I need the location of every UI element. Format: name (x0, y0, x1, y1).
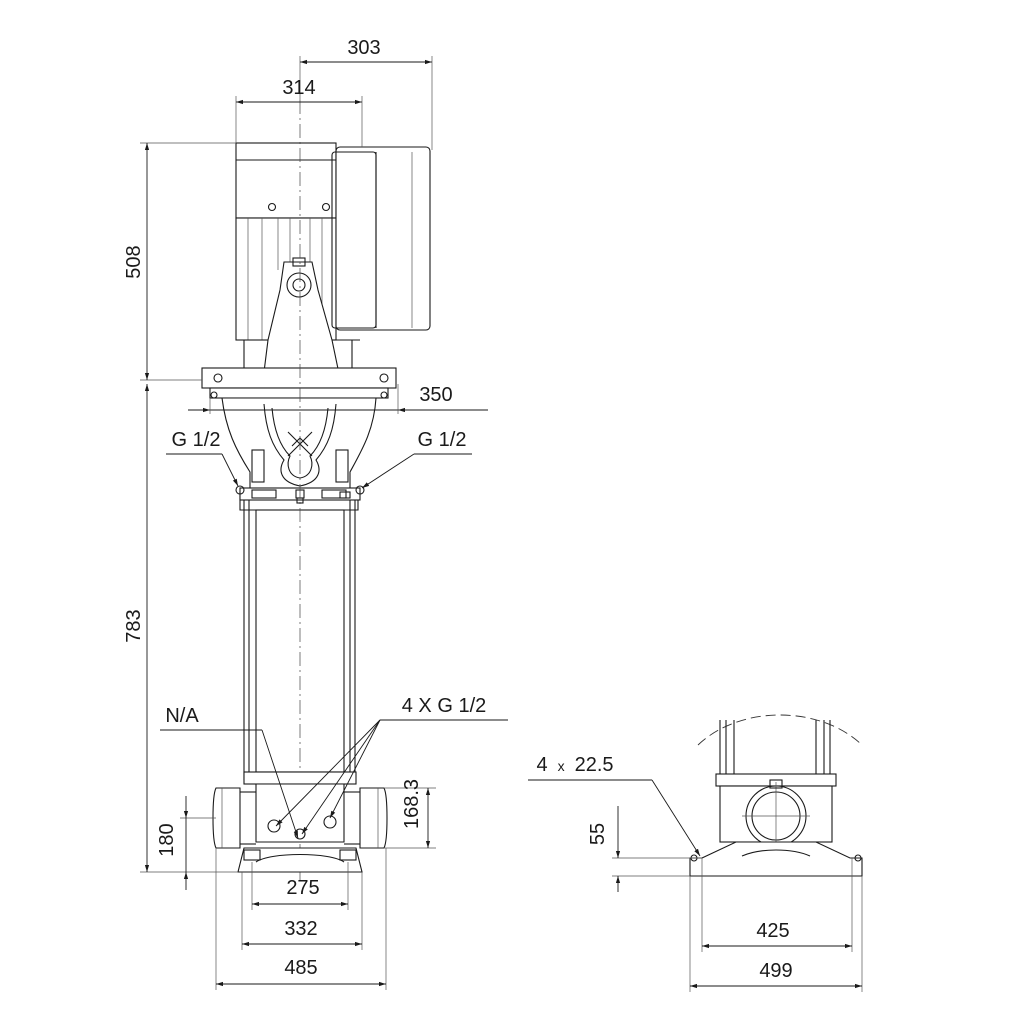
pump-base (212, 771, 388, 873)
dim-332: 332 (284, 918, 317, 940)
label-holes-count: 4 (536, 754, 547, 776)
label-g12-left: G 1/2 (172, 429, 221, 451)
dim-168-3: 168.3 (401, 779, 423, 829)
pump-column (243, 500, 356, 780)
dim-508: 508 (123, 245, 145, 278)
label-holes-size: 22.5 (575, 754, 614, 776)
dim-485: 485 (284, 957, 317, 979)
dim-180: 180 (156, 823, 178, 856)
label-holes-times: x (558, 758, 565, 774)
dim-314: 314 (282, 77, 315, 99)
pump-head (221, 397, 377, 511)
side-view (689, 714, 863, 877)
front-labels: G 1/2 G 1/2 N/A 4 X G 1/2 (160, 429, 508, 839)
dim-425: 425 (756, 920, 789, 942)
motor (235, 142, 431, 368)
dim-275: 275 (286, 877, 319, 899)
label-na: N/A (165, 705, 199, 727)
front-view (201, 100, 431, 880)
motor-stool (261, 257, 343, 389)
dim-499: 499 (759, 960, 792, 982)
dim-303: 303 (347, 37, 380, 59)
label-holes: 4 x 22.5 (536, 754, 613, 776)
label-g12-right: G 1/2 (418, 429, 467, 451)
label-drain-ports: 4 X G 1/2 (402, 695, 487, 717)
dim-783: 783 (123, 609, 145, 642)
front-dimensions: 303 314 508 350 783 180 168.3 (123, 37, 488, 990)
side-dimensions: 4 x 22.5 55 425 499 (528, 754, 863, 992)
dim-350: 350 (419, 384, 452, 406)
dim-55: 55 (587, 823, 609, 845)
